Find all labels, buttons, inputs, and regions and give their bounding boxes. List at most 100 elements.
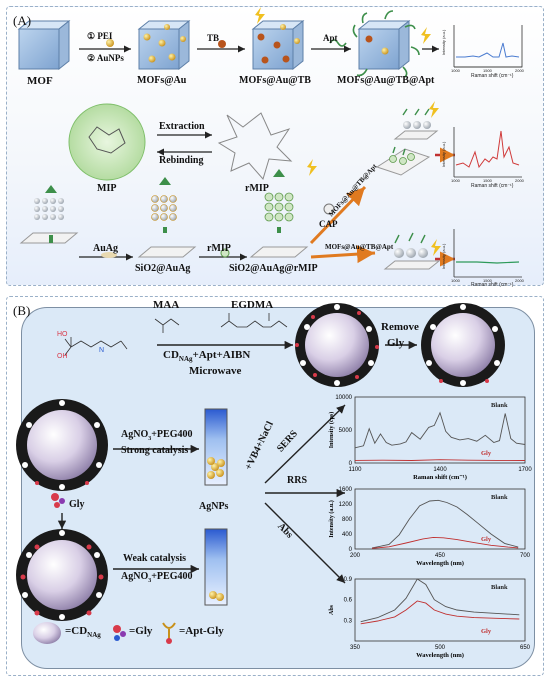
mofs-au-label: MOFs@Au	[137, 75, 187, 86]
gly-arrow-label: Gly	[69, 499, 85, 510]
rmip-burst	[217, 112, 293, 181]
x-axis-label: Wavelength (nm)	[416, 652, 464, 659]
series-line-gly	[371, 536, 519, 549]
panel-a-artwork	[17, 7, 523, 278]
mofs-au-tb-apt-cube	[352, 10, 420, 78]
spectrum-a2-tick: 2000	[515, 178, 524, 183]
plot-frame	[354, 488, 526, 550]
glyphosate-structure	[64, 337, 128, 356]
weak-catalysis-label: Weak catalysis	[123, 553, 187, 564]
series-label-gly: Gly	[481, 450, 492, 457]
agno3-top-label: AgNO3+PEG400	[121, 429, 193, 442]
substrate-sensing-top	[393, 108, 439, 140]
rmip-reagent-label: rMIP	[207, 243, 231, 254]
x-tick-label: 200	[350, 553, 361, 559]
mof-label: MOF	[27, 75, 53, 87]
x-tick-label: 700	[520, 553, 531, 559]
y-tick-label: 0.9	[344, 577, 353, 583]
spectrum-a1-ylabel: Intensity (a.u.)	[441, 29, 446, 55]
mip-circle	[68, 103, 146, 181]
cd-rmip-gly-sphere	[16, 529, 108, 621]
series-label-blank: Blank	[491, 402, 508, 409]
agnps-label: AgNPs	[199, 501, 229, 512]
tb-label: TB	[207, 33, 220, 43]
laser-icon	[307, 159, 317, 176]
apt-label: Apt	[323, 33, 338, 43]
laser-icon	[429, 101, 439, 118]
y-tick-label: 1600	[339, 487, 353, 493]
spectrum-a3-tick: 1000	[451, 278, 460, 283]
substrate-capture-upper	[375, 146, 431, 176]
spectrum-a2-ylabel: Intensity (a.u.)	[441, 141, 446, 167]
egdma-label: EGDMA	[231, 299, 274, 311]
gly-molecule-icon	[51, 493, 65, 508]
laser-icon	[431, 239, 441, 256]
spectrum-a1-tick: 1500	[483, 68, 492, 73]
spectrum-a2-tick: 1000	[451, 178, 460, 183]
spectrum-a3-xlabel: Raman shift (cm⁻¹)	[471, 282, 514, 288]
spectrum-a1-tick: 2000	[515, 68, 524, 73]
remove-label: Remove	[381, 321, 419, 333]
y-axis-label: Intensity (a.u.)	[328, 500, 335, 538]
tube-weak	[204, 528, 228, 606]
spectrum-a2-xlabel: Raman shift (cm⁻¹)	[471, 183, 514, 189]
sio2-auag-rmip-label: SiO2@AuAg@rMIP	[229, 263, 318, 274]
series-label-blank: Blank	[491, 584, 508, 591]
legend-gly-label: =Gly	[129, 625, 153, 637]
series-line-gly	[354, 459, 526, 461]
tube-strong	[204, 408, 228, 486]
cd-rmip-sphere	[421, 303, 505, 387]
y-tick-label: 400	[342, 532, 353, 538]
y-tick-label: 5000	[339, 428, 353, 434]
legend-cd-icon	[33, 622, 61, 644]
plot-frame	[354, 578, 526, 642]
step2-label: ② AuNPs	[87, 53, 124, 63]
y-axis-label: Intensity (cps)	[328, 412, 335, 449]
series-label-gly: Gly	[481, 536, 492, 543]
strong-catalysis-label: Strong catalysis	[121, 445, 189, 456]
step1-label: ① PEI	[87, 31, 113, 41]
mofs-au-tb-cube	[251, 19, 305, 71]
panel-a-label: (A)	[13, 13, 32, 28]
legend-gly-icon	[113, 625, 126, 641]
x-axis-label: Raman shift (cm⁻¹)	[413, 474, 467, 481]
auag-label: AuAg	[93, 243, 119, 254]
maa-structure	[154, 318, 180, 333]
y-tick-label: 0	[349, 461, 353, 467]
spectrum-a3-tick: 1500	[483, 278, 492, 283]
x-tick-label: 1700	[518, 467, 532, 473]
legend-aptgly-label: =Apt-Gly	[179, 625, 224, 637]
spectrum-a1-tick: 1000	[451, 68, 460, 73]
mofs-au-tb-apt-label: MOFs@Au@TB@Apt	[337, 75, 435, 86]
series-line-blank	[360, 578, 520, 623]
mofs-au-tb-label: MOFs@Au@TB	[239, 75, 311, 86]
spectrum-a2-tick: 1500	[483, 178, 492, 183]
y-tick-label: 1200	[339, 502, 353, 508]
legend-aptgly-icon	[162, 622, 176, 644]
plot-frame	[354, 396, 526, 464]
spectrum-a3-ylabel: Intensity (a.u.)	[441, 243, 446, 269]
x-axis-label: Wavelength (nm)	[416, 560, 464, 567]
spectrum-a2	[453, 127, 522, 178]
amine-n-label: N	[99, 347, 105, 354]
extraction-label: Extraction	[159, 121, 205, 132]
y-tick-label: 0.6	[344, 598, 353, 604]
microwave-label: Microwave	[189, 365, 242, 377]
mofs-au-cube	[137, 19, 191, 71]
panel-a: (A) MOF ① PEI ② AuNPs MOFs@Au TB MOFs@Au…	[6, 6, 544, 288]
series-line-blank	[371, 499, 519, 549]
substrate-sio2-auag	[137, 195, 197, 258]
spectrum-a3	[453, 229, 522, 278]
sio2-auag-label: SiO2@AuAg	[135, 263, 191, 274]
x-tick-label: 450	[435, 553, 446, 559]
mip-label: MIP	[97, 183, 117, 194]
cd-rmip-sphere-mid	[16, 399, 108, 491]
panel-b-label: (B)	[13, 303, 31, 318]
remove-gly-label: Gly	[387, 337, 405, 349]
cd-mip-sphere	[295, 303, 379, 387]
laser-icon	[255, 7, 265, 24]
rebinding-label: Rebinding	[159, 155, 204, 166]
